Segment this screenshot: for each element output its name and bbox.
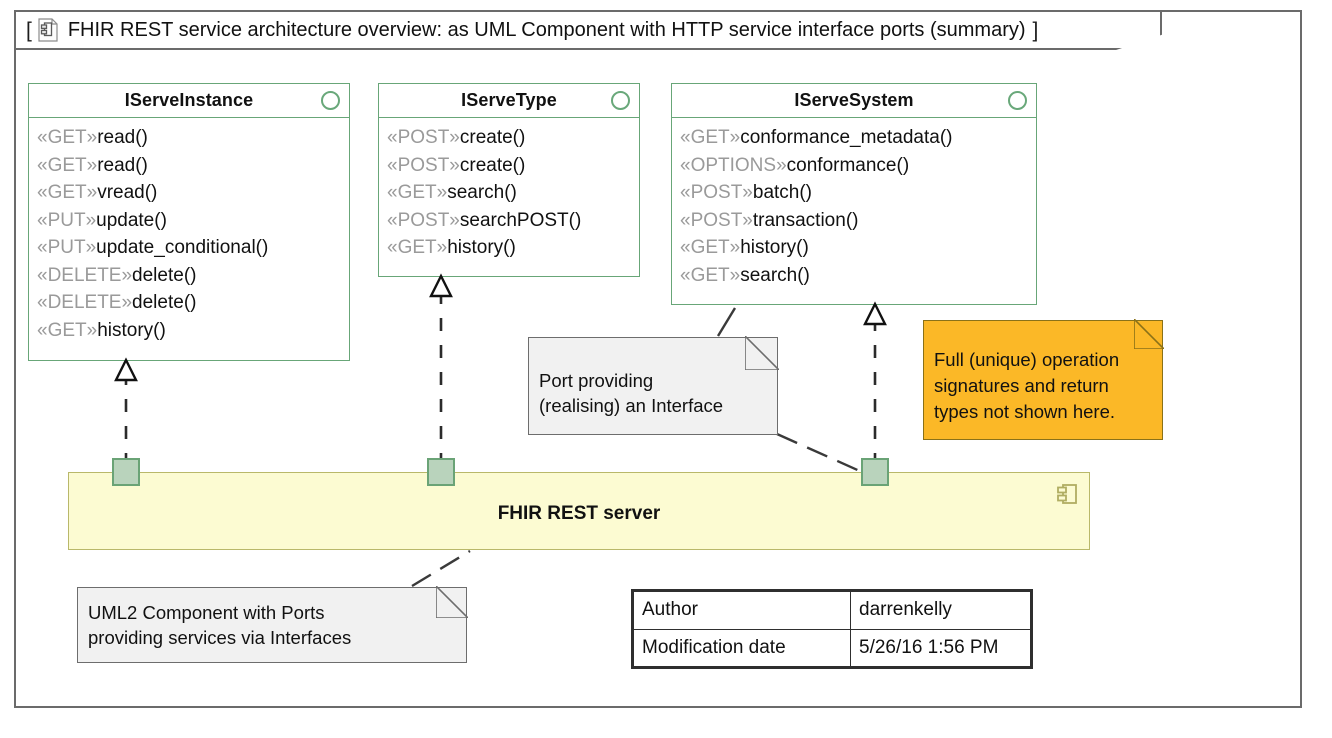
operation-row: «GET»search() [387, 182, 517, 203]
interface-name: IServeSystem [794, 90, 914, 110]
table-cell-value: darrenkelly [850, 591, 1031, 630]
port-iservetype[interactable] [427, 458, 455, 486]
operation-row: «PUT»update() [37, 209, 167, 231]
component-document-icon [38, 18, 58, 42]
interface-iserveinstance[interactable]: IServeInstance «GET»read() «GET»read() «… [28, 83, 350, 361]
bracket-close: ] [1032, 18, 1039, 42]
operation-row: «POST»create() [387, 154, 526, 176]
note-fold-icon [1133, 319, 1164, 350]
note-fold-icon [435, 586, 468, 619]
interface-operations: «GET»read() «GET»read() «GET»vread() «PU… [29, 118, 349, 352]
operation-row: «GET»conformance_metadata() [680, 127, 953, 148]
operation-row: «PUT»update_conditional() [37, 237, 269, 258]
operation-row: «POST»batch() [680, 182, 813, 203]
interface-header: IServeType [379, 84, 639, 118]
component-name: FHIR REST server [497, 503, 661, 524]
component-fhir-rest-server[interactable]: FHIR REST server [68, 472, 1090, 550]
port-iserveinstance[interactable] [112, 458, 140, 486]
metadata-table: Author darrenkelly Modification date 5/2… [631, 589, 1033, 669]
operation-row: «GET»search() [680, 264, 810, 286]
operation-row: «GET»history() [37, 319, 166, 341]
table-cell-value: 5/26/16 1:56 PM [850, 628, 1031, 667]
page-title: FHIR REST service architecture overview:… [67, 18, 1026, 41]
operation-row: «GET»read() [37, 154, 148, 176]
interface-circle-icon [321, 91, 340, 110]
table-row: Author darrenkelly [633, 591, 1031, 630]
interface-name: IServeInstance [124, 90, 254, 110]
note-line: (realising) an Interface [539, 395, 724, 416]
table-cell-key: Modification date [633, 628, 851, 667]
table-cell-key: Author [633, 591, 851, 630]
note-signatures: Full (unique) operation signatures and r… [923, 319, 1164, 440]
note-line: Port providing [539, 370, 654, 391]
interface-header: IServeSystem [672, 84, 1036, 118]
note-line: Full (unique) operation [934, 349, 1120, 370]
note-fold-icon [744, 336, 779, 371]
note-text: UML2 Component with Ports providing serv… [78, 588, 466, 658]
interface-operations: «POST»create() «POST»create() «GET»searc… [379, 118, 639, 270]
note-port-providing: Port providing (realising) an Interface [528, 336, 779, 435]
note-line: UML2 Component with Ports [88, 602, 325, 623]
note-line: providing services via Interfaces [88, 627, 352, 648]
interface-header: IServeInstance [29, 84, 349, 118]
interface-iservesystem[interactable]: IServeSystem «GET»conformance_metadata()… [671, 83, 1037, 305]
operation-row: «DELETE»delete() [37, 292, 197, 313]
operation-row: «GET»vread() [37, 182, 158, 203]
note-line: signatures and return [934, 375, 1109, 396]
operation-row: «POST»create() [387, 127, 526, 148]
operation-row: «DELETE»delete() [37, 264, 197, 286]
note-text: Port providing (realising) an Interface [529, 338, 777, 426]
interface-iservetype[interactable]: IServeType «POST»create() «POST»create()… [378, 83, 640, 277]
interface-circle-icon [611, 91, 630, 110]
operation-row: «GET»history() [680, 237, 809, 258]
port-iservesystem[interactable] [861, 458, 889, 486]
operation-row: «GET»history() [387, 237, 516, 258]
operation-row: «OPTIONS»conformance() [680, 154, 910, 176]
bracket-open: [ [26, 18, 32, 42]
note-line: types not shown here. [934, 401, 1115, 422]
operation-row: «POST»transaction() [680, 209, 859, 231]
note-text: Full (unique) operation signatures and r… [924, 321, 1162, 433]
diagram-frame-title-tab: [ FHIR REST service architecture overvie… [14, 10, 1162, 50]
uml-component-icon [1057, 484, 1077, 504]
table-row: Modification date 5/26/16 1:56 PM [633, 628, 1031, 667]
interface-circle-icon [1008, 91, 1027, 110]
operation-row: «POST»searchPOST() [387, 209, 582, 231]
interface-name: IServeType [461, 90, 557, 110]
note-uml2-component: UML2 Component with Ports providing serv… [77, 586, 468, 663]
interface-operations: «GET»conformance_metadata() «OPTIONS»con… [672, 118, 1036, 297]
operation-row: «GET»read() [37, 127, 148, 148]
